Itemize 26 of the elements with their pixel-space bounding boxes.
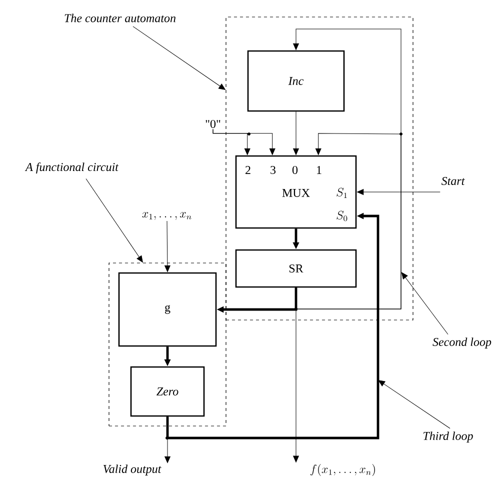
signal-arrow [164,220,170,272]
output-label: $f(x_1,\ldots,x_n)$ [310,464,375,476]
multiplexer-box: 2 3 0 1 MUX $S_1$ $S_0$ [235,155,357,229]
signal-arrow [212,129,276,155]
output-label: Valid output [103,464,162,476]
signal-arrow [293,111,299,155]
annotation-label: Second loop [432,338,492,348]
input-label: $x_1,\ldots,x_n$ [142,212,192,220]
signal-arrow [293,287,299,462]
block-box: g [118,272,217,347]
block-box: Inc [247,50,345,112]
annotation-label: The counter automaton [64,14,176,22]
dashed-boundary [226,16,414,320]
signal-arrow [296,133,402,310]
block-box: Zero [130,366,205,417]
signal-arrow [357,189,440,195]
register-box: SR [235,249,357,288]
annotation-label: Third loop [424,432,473,442]
annotation-label: A functional circuit [24,162,119,174]
leader-line [132,26,226,90]
constant-label: "0" [206,120,220,128]
input-label: Start [441,176,465,186]
dashed-boundary [108,262,226,426]
leader-line [401,272,448,335]
leader-line [378,380,450,429]
leader-line [86,178,143,262]
